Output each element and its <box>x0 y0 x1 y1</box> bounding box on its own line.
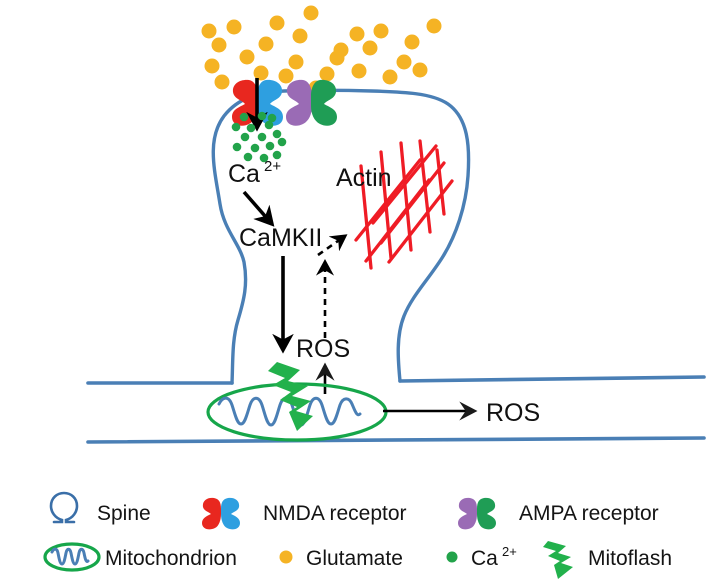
legend-item-spine[interactable]: Spine <box>49 491 151 525</box>
calcium-dot-icon <box>446 551 458 563</box>
calcium-dot <box>246 123 256 133</box>
nmda-receptor-icon-legend-blue <box>221 497 240 530</box>
mitoflash-bolt-icon <box>268 362 313 431</box>
legend-label-ampa-receptor: AMPA receptor <box>519 502 659 525</box>
actin-label: Actin <box>336 164 392 192</box>
calcium-dot <box>272 150 282 160</box>
dendrite-bottom-membrane <box>86 436 706 444</box>
calcium-ion-cloud <box>231 111 287 163</box>
legend-label-spine: Spine <box>97 502 151 525</box>
legend-label-mitoflash: Mitoflash <box>588 547 672 570</box>
glutamate-dot <box>319 66 335 82</box>
legend-item-glutamate[interactable]: Glutamate <box>279 547 403 570</box>
mitochondrion-icon-outline <box>43 542 101 572</box>
glutamate-dot <box>329 50 345 66</box>
legend-item-mitochondrion[interactable]: Mitochondrion <box>43 542 237 572</box>
nmda-receptor-icon-legend-red <box>202 497 221 530</box>
glutamate-dot <box>253 65 269 81</box>
calcium-dot <box>264 120 274 130</box>
glutamate-dot <box>303 5 319 21</box>
glutamate-dot <box>404 34 420 50</box>
glutamate-dot <box>226 19 242 35</box>
dendrite-shaft <box>86 375 706 444</box>
actin-filament-bundle <box>354 139 454 270</box>
legend-label-calcium-superscript: 2+ <box>502 544 517 559</box>
glutamate-dot <box>351 63 367 79</box>
calcium-dot <box>231 122 241 132</box>
dendrite-top-membrane-right <box>398 375 706 383</box>
ampa-purple-lobe <box>286 79 312 126</box>
spine-membrane-path <box>211 88 471 385</box>
calcium-dot <box>272 129 282 139</box>
mitoflash-bolt-shape <box>268 362 313 431</box>
camkii-label: CaMKII <box>239 224 322 252</box>
calcium-to-camkii-arrow <box>242 190 275 227</box>
calcium-dot <box>232 142 242 152</box>
calcium-dot <box>277 137 287 147</box>
glutamate-dot-cloud <box>201 5 442 98</box>
calcium-dot <box>239 112 249 122</box>
legend-label-mitochondrion: Mitochondrion <box>105 547 237 570</box>
legend-item-ampa-receptor[interactable]: AMPA receptor <box>458 497 659 530</box>
glutamate-dot <box>396 54 412 70</box>
glutamate-dot-icon <box>279 550 293 564</box>
ampa-receptor-icon-legend-green <box>477 497 496 530</box>
glutamate-dot <box>288 54 304 70</box>
legend-item-nmda-receptor[interactable]: NMDA receptor <box>202 497 407 530</box>
actin-filament <box>418 139 432 234</box>
glutamate-dot <box>239 49 255 65</box>
camkii-to-actin-dashed-arrow <box>317 234 348 257</box>
legend-label-glutamate: Glutamate <box>306 547 403 570</box>
glutamate-dot <box>349 26 365 42</box>
calcium-dot <box>259 153 269 163</box>
calcium-dot <box>250 143 260 153</box>
ampa-receptor-icon-legend-purple <box>458 497 477 530</box>
mitochondrion-icon-cristae <box>50 547 90 566</box>
mitochondrion-cristae <box>217 396 362 427</box>
omega-spine-icon <box>49 491 79 524</box>
calcium-dot <box>243 152 253 162</box>
actin-filament <box>379 150 393 260</box>
actin-filament <box>359 164 373 270</box>
actin-filament <box>399 141 413 252</box>
actin-filament <box>435 148 446 216</box>
calcium-dot <box>265 141 275 151</box>
ampa-receptor-icon[interactable] <box>286 79 337 126</box>
calcium-label-superscript: 2+ <box>264 158 281 175</box>
mitoflash-bolt-icon <box>543 541 573 579</box>
calcium-label: Ca <box>228 160 260 188</box>
ros-dendrite-label: ROS <box>486 399 540 427</box>
glutamate-dot <box>382 69 398 85</box>
legend-label-nmda-receptor: NMDA receptor <box>263 502 407 525</box>
glutamate-dot <box>426 18 442 34</box>
dendritic-spine-outline <box>211 88 471 385</box>
calcium-dot <box>267 113 277 123</box>
glutamate-dot <box>292 28 308 44</box>
calcium-dot <box>257 111 267 121</box>
glutamate-dot <box>269 15 285 31</box>
glutamate-dot <box>201 23 217 39</box>
legend-label-calcium: Ca <box>471 547 498 570</box>
calcium-dot <box>240 132 250 142</box>
glutamate-dot <box>278 68 294 84</box>
glutamate-dot <box>412 62 428 78</box>
glutamate-dot <box>373 23 389 39</box>
glutamate-dot <box>214 74 230 90</box>
glutamate-dot <box>211 37 227 53</box>
ros-spine-label: ROS <box>296 335 350 363</box>
glutamate-dot <box>362 40 378 56</box>
actin-filament <box>364 178 431 263</box>
glutamate-dot <box>258 36 274 52</box>
glutamate-dot <box>204 58 220 74</box>
calcium-dot <box>257 132 267 142</box>
ampa-green-lobe <box>311 79 337 126</box>
legend-item-mitoflash[interactable]: Mitoflash <box>543 541 672 579</box>
legend-item-calcium[interactable]: Ca 2+ <box>446 544 517 570</box>
